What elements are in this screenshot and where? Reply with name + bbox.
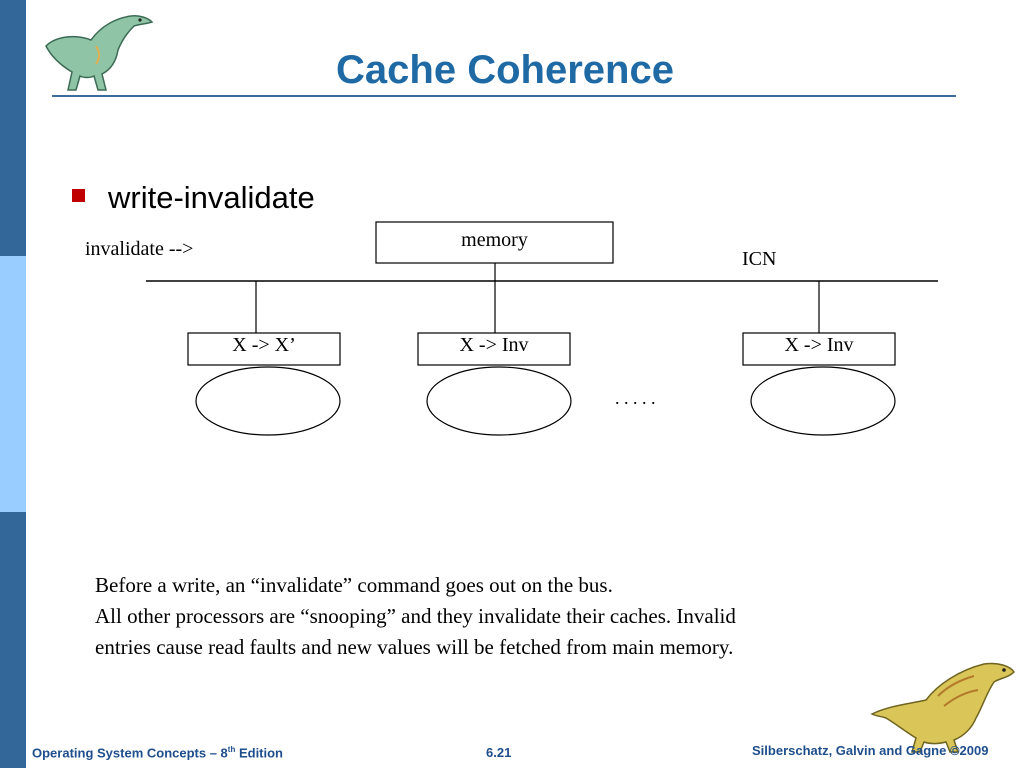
processor-2 [426, 366, 572, 436]
invalidate-label: invalidate --> [85, 238, 194, 260]
bullet-write-invalidate: write-invalidate [108, 180, 315, 215]
explanation-line-2: All other processors are “snooping” and … [95, 604, 736, 628]
ellipsis-more-processors: . . . . . [615, 388, 656, 408]
footer-book-title: Operating System Concepts – 8th Edition [32, 745, 283, 760]
explanation-line-1: Before a write, an “invalidate” command … [95, 573, 613, 597]
explanation-line-3: entries cause read faults and new values… [95, 635, 734, 659]
processor-3 [750, 366, 896, 436]
processor-1 [195, 366, 341, 436]
title-divider [52, 95, 956, 97]
cache-1-box [187, 332, 341, 366]
footer-book-sup: th [227, 745, 236, 754]
footer-page-number: 6.21 [486, 745, 512, 760]
sidebar-bottom [0, 512, 26, 768]
footer-copyright: Silberschatz, Galvin and Gagne ©2009 [752, 743, 989, 758]
cache-3-label: X -> Inv [784, 334, 854, 356]
sidebar-top [0, 0, 26, 256]
sidebar-middle [0, 256, 26, 512]
slide-title: Cache Coherence [336, 48, 674, 92]
bullet-square-icon [72, 189, 85, 202]
memory-box [375, 221, 614, 264]
cache-1-label: X -> X’ [232, 334, 296, 356]
memory-label: memory [461, 229, 528, 251]
dinosaur-top-icon [45, 15, 154, 91]
cache-3-box [742, 332, 896, 366]
icn-label: ICN [742, 248, 777, 270]
footer-book-suffix: Edition [235, 745, 284, 761]
footer-book-text: Operating System Concepts – 8 [32, 745, 228, 761]
cache-2-box [417, 332, 571, 366]
cache-2-label: X -> Inv [459, 334, 529, 356]
dinosaur-bottom-icon [870, 662, 1015, 753]
explanation-text: Before a write, an “invalidate” command … [95, 570, 915, 663]
